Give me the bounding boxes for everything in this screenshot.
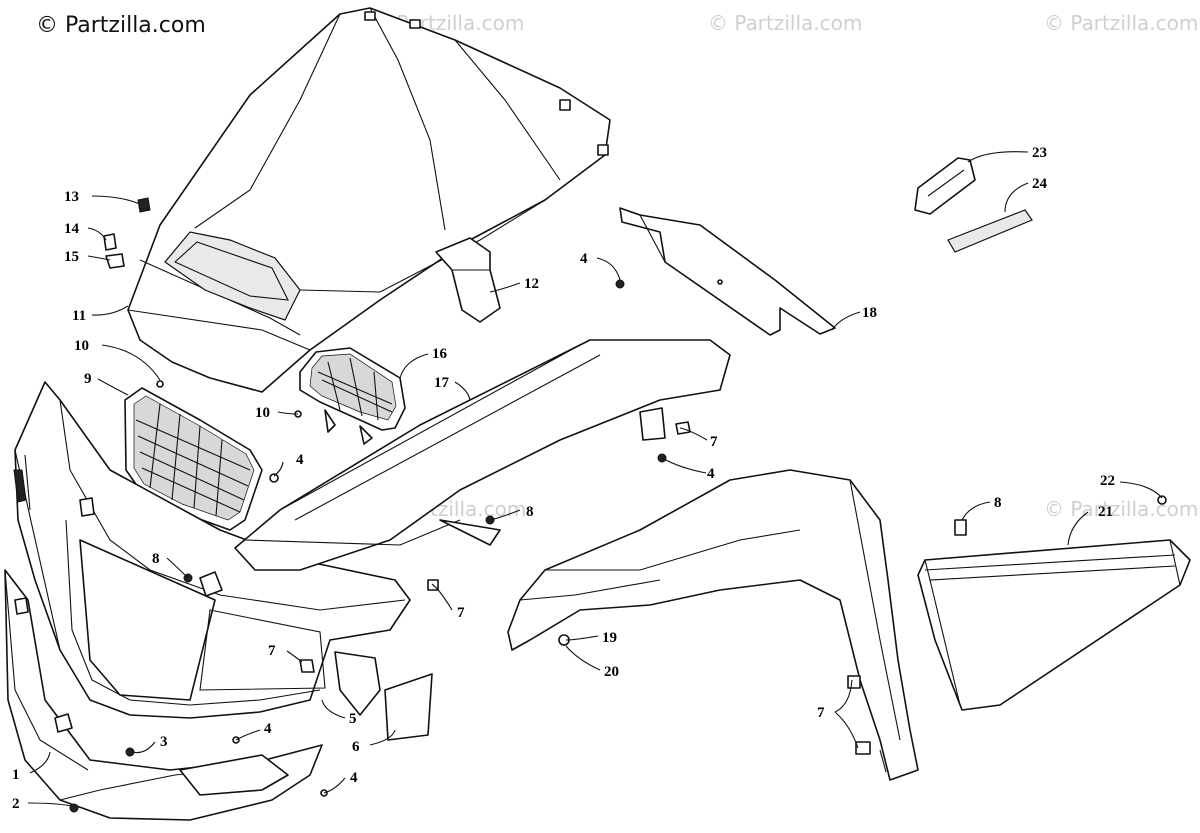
part-hood-bracket xyxy=(435,237,501,323)
callout-15: 15 xyxy=(64,249,79,265)
watermark-main: © Partzilla.com xyxy=(36,13,206,38)
part-decals xyxy=(914,157,1033,253)
callout-20: 20 xyxy=(604,664,619,680)
callout-9: 9 xyxy=(84,371,92,387)
part-side-panel xyxy=(334,651,433,741)
callout-4: 4 xyxy=(350,770,358,786)
part-grille-small xyxy=(299,347,406,445)
watermark: © Partzilla.com xyxy=(1044,497,1198,521)
callout-7: 7 xyxy=(268,643,276,659)
callout-6: 6 xyxy=(352,739,360,755)
callout-4: 4 xyxy=(264,721,272,737)
callout-5: 5 xyxy=(349,711,357,727)
callout-23: 23 xyxy=(1032,145,1047,161)
callout-2: 2 xyxy=(12,796,20,812)
part-side-box xyxy=(917,539,1191,711)
callout-12: 12 xyxy=(524,276,539,292)
callout-8: 8 xyxy=(526,504,534,520)
callout-7: 7 xyxy=(457,605,465,621)
callout-21: 21 xyxy=(1098,504,1113,520)
callout-7: 7 xyxy=(817,705,825,721)
part-front-fascia xyxy=(13,381,411,719)
callout-11: 11 xyxy=(72,308,86,324)
callout-8: 8 xyxy=(994,495,1002,511)
part-rear-plate xyxy=(619,207,836,336)
callout-4: 4 xyxy=(296,452,304,468)
callout-3: 3 xyxy=(160,734,168,750)
callout-18: 18 xyxy=(862,305,877,321)
part-side-trim xyxy=(234,339,731,571)
part-lower-skid xyxy=(4,569,323,821)
part-fender xyxy=(507,469,919,781)
callout-4: 4 xyxy=(580,251,588,267)
callout-14: 14 xyxy=(64,221,80,237)
callout-10: 10 xyxy=(255,405,270,421)
callout-1: 1 xyxy=(12,767,20,783)
part-grille-large xyxy=(124,387,263,531)
callout-13: 13 xyxy=(64,189,79,205)
callout-4: 4 xyxy=(707,466,715,482)
callout-19: 19 xyxy=(602,630,617,646)
callout-24: 24 xyxy=(1032,176,1048,192)
watermark: © Partzilla.com xyxy=(1044,11,1198,35)
callout-10: 10 xyxy=(74,338,89,354)
callout-8: 8 xyxy=(152,551,160,567)
leader-lines xyxy=(27,151,1163,807)
callout-16: 16 xyxy=(432,346,448,362)
callout-22: 22 xyxy=(1100,473,1115,489)
part-fasteners-13-15 xyxy=(103,197,151,269)
callout-7: 7 xyxy=(710,434,718,450)
part-hood xyxy=(127,7,611,393)
callout-17: 17 xyxy=(434,375,450,391)
watermark: © Partzilla.com xyxy=(708,11,862,35)
